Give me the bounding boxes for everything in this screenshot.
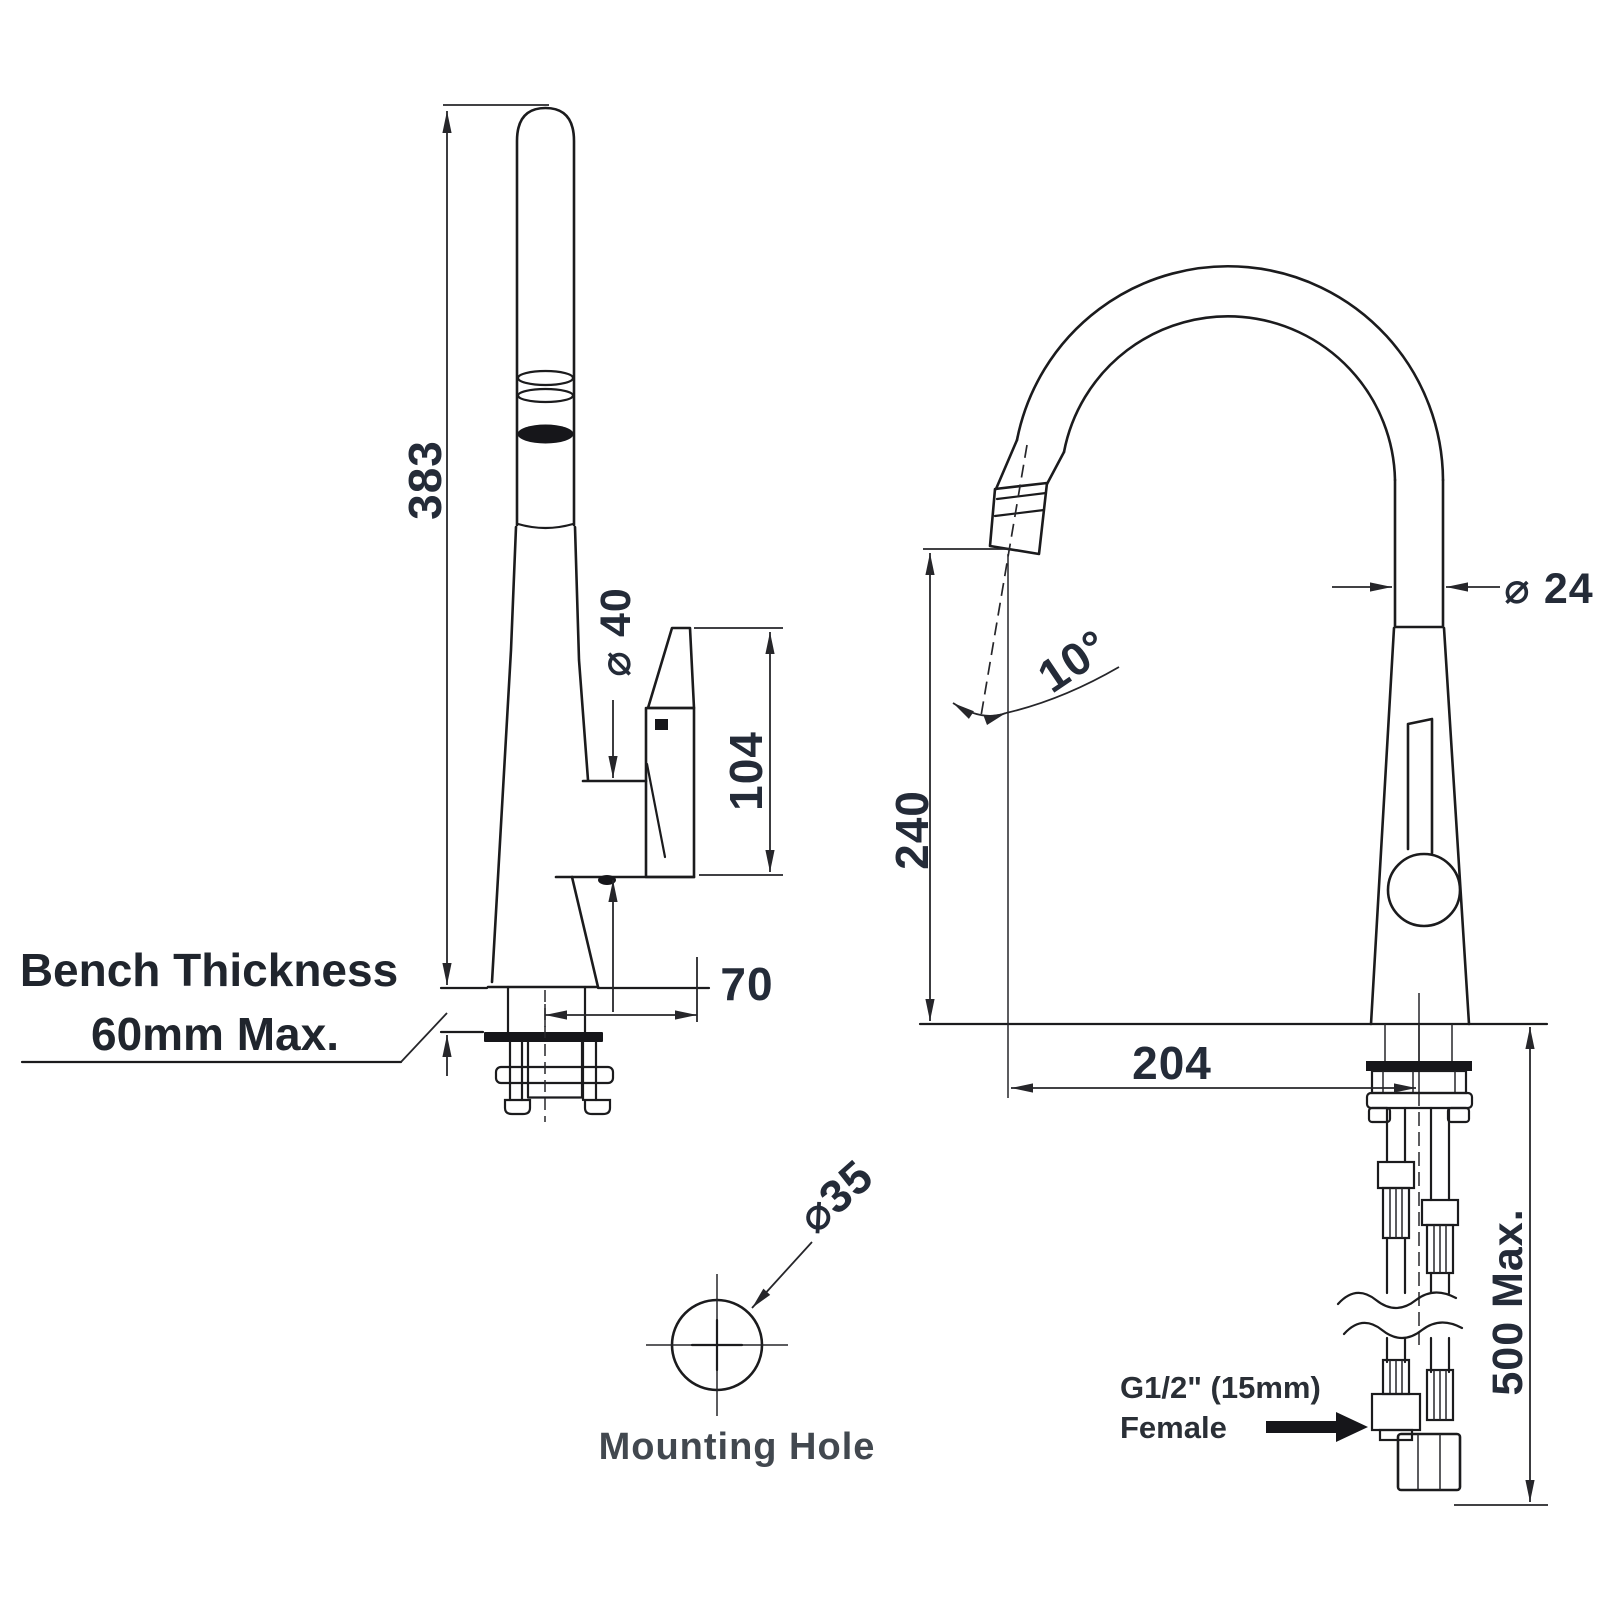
mounting-hole-leader-arrow <box>751 1241 813 1309</box>
bolt-foot-left <box>503 1098 532 1116</box>
hose-right-mid <box>1429 1271 1451 1295</box>
riser-tube <box>1393 478 1445 629</box>
handle-pivot-pin <box>655 719 668 730</box>
break-line-upper <box>1336 1291 1458 1310</box>
bolt-foot-right <box>583 1098 612 1116</box>
connection-label-line1: G1/2" (15mm) <box>1120 1370 1321 1405</box>
flange <box>1366 1061 1472 1071</box>
bench-note-line2: 60mm Max. <box>91 1008 339 1060</box>
outlet-height-label: 240 <box>886 790 938 870</box>
overall-height-label: 383 <box>399 440 451 520</box>
center-cross <box>690 1318 744 1372</box>
spray-head-axis-line <box>980 444 1028 717</box>
break-line-lower <box>1342 1321 1464 1340</box>
body-diameter-label: ⌀ 40 <box>592 587 640 677</box>
body-right-edge <box>573 525 590 782</box>
body-left-edge <box>490 525 518 984</box>
right-view-faucet-outline <box>918 265 1549 1492</box>
wand-joint-line <box>516 522 575 530</box>
bench-note-leader <box>400 1012 448 1063</box>
bench-note-line1: Bench Thickness <box>20 944 398 996</box>
body-cone <box>1369 626 1471 1026</box>
housing-diagonal-line <box>645 762 667 859</box>
connection-label-line2: Female <box>1120 1410 1227 1445</box>
right-view-dimensions <box>923 444 1548 1506</box>
hose-right-nut <box>1420 1198 1460 1227</box>
handle-extension-lines <box>694 627 783 876</box>
tail-shank <box>1384 1024 1453 1061</box>
base-shank <box>506 985 587 1034</box>
wand-tube <box>515 106 576 527</box>
base-flange <box>484 1032 603 1042</box>
spout-neck-transition <box>994 438 1066 491</box>
hose-right-upper <box>1429 1106 1451 1202</box>
handle-lever <box>646 626 696 710</box>
wand-ring-band-1 <box>516 369 575 387</box>
hose-length-label: 500 Max. <box>1484 1208 1532 1395</box>
hose-right-lower <box>1429 1336 1451 1374</box>
threaded-shank <box>526 1040 584 1099</box>
horseshoe-bracket <box>494 1065 615 1085</box>
spout-inner-arc <box>1062 315 1397 482</box>
hose-right-braid-ribs <box>1433 1225 1447 1273</box>
mounting-bolts <box>508 1040 598 1102</box>
handle-lever-edge-on <box>1406 717 1434 855</box>
mounting-hole-diameter-label: ⌀35 <box>787 1149 883 1242</box>
connection-pointer-arrow <box>1266 1412 1368 1442</box>
hose-right-end-nut <box>1396 1432 1462 1492</box>
spout-outer-arc <box>1015 265 1445 482</box>
angle-arc-tail <box>1005 666 1120 714</box>
bolt-foot-a <box>1367 1106 1392 1124</box>
hose-right-end-nut-facets <box>1417 1434 1441 1490</box>
wand-ring-band-2 <box>516 387 575 404</box>
mounting-hole-detail <box>646 1241 813 1416</box>
horseshoe-plate <box>1365 1091 1474 1110</box>
hose-left-braid-ribs <box>1389 1188 1403 1238</box>
hose-left-upper <box>1385 1106 1407 1164</box>
hose-left-mid <box>1385 1236 1407 1295</box>
spray-head-joint-lines <box>993 491 1048 518</box>
left-view-dimensions <box>20 104 783 1076</box>
body-right-edge-lower <box>570 875 600 989</box>
tube-diameter-label: ⌀ 24 <box>1504 565 1594 613</box>
spout-angle-label: 10° <box>1028 619 1117 703</box>
wand-seal-ring <box>517 424 574 444</box>
handle-offset-label: 70 <box>720 958 773 1010</box>
spout-reach-label: 204 <box>1132 1037 1212 1089</box>
hose-left-lower-ribs <box>1389 1360 1403 1394</box>
spray-head <box>988 481 1049 556</box>
hose-left-nut <box>1376 1160 1416 1190</box>
angle-arc <box>952 702 1007 726</box>
mounting-hole-caption: Mounting Hole <box>599 1426 876 1468</box>
bolt-foot-b <box>1446 1106 1471 1124</box>
handle-pivot-cap <box>1386 852 1462 928</box>
cartridge-housing <box>644 706 696 879</box>
left-view-faucet-outline <box>439 106 711 1122</box>
hose-left-lower <box>1385 1336 1407 1364</box>
hose-right-lower-ribs <box>1433 1370 1447 1420</box>
handle-height-label: 104 <box>720 731 772 811</box>
hose-left-end-nut <box>1370 1392 1422 1432</box>
